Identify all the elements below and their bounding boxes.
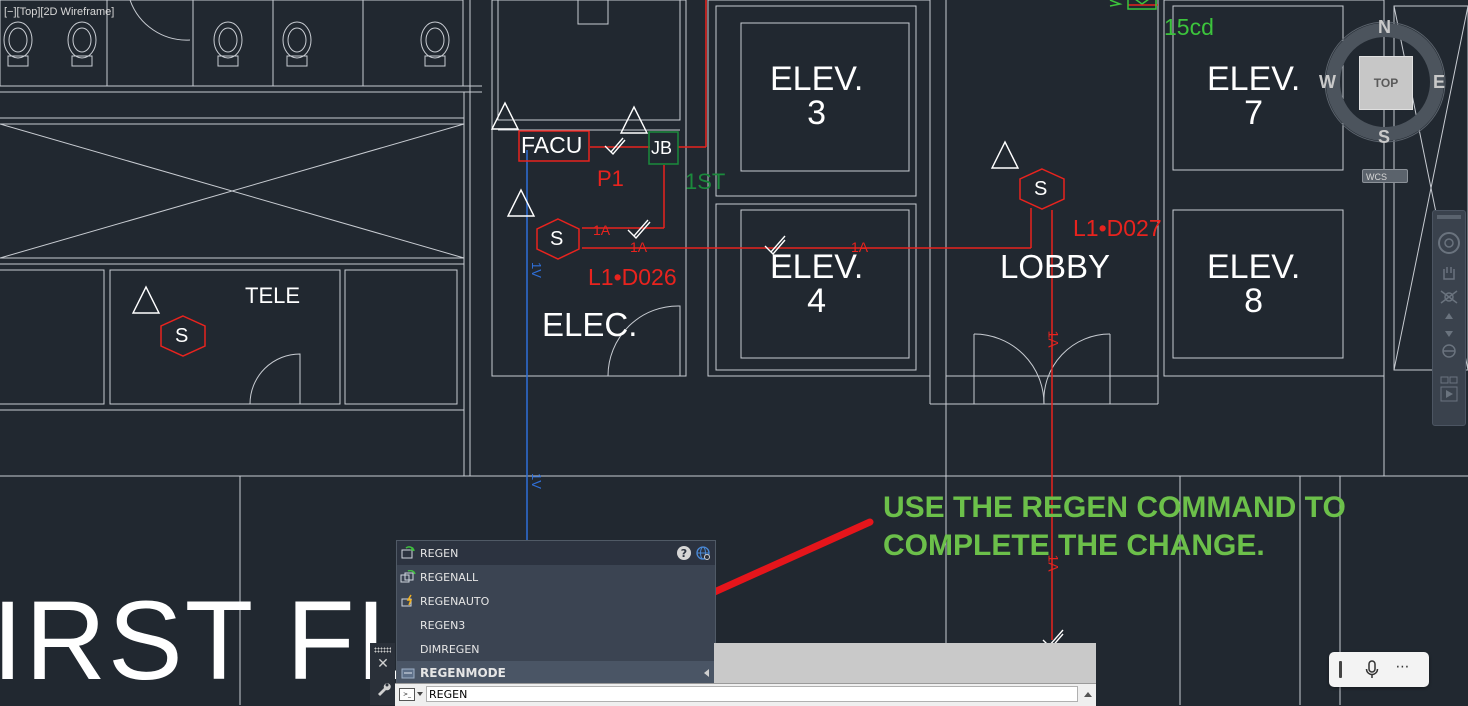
zoom-icon [1440,290,1458,304]
drag-handle-icon[interactable] [374,647,391,653]
autocomplete-item-regenall[interactable]: REGENALL [397,565,715,589]
wire-label-1a: 1A [1045,330,1062,348]
autocomplete-item-regenauto[interactable]: REGENAUTO [397,589,715,613]
wrench-icon[interactable] [375,681,391,697]
facu-label: FACU [521,132,583,158]
autocomplete-item-label: REGENALL [420,570,479,584]
room-label-elev4: ELEV. 4 [770,248,864,320]
room-label-elev7: ELEV. 7 [1207,60,1301,132]
expand-arrow-icon[interactable] [704,669,709,677]
wire-label-1a: 1A [630,239,648,255]
command-input-row: >_ [395,683,1096,706]
svg-text:1V: 1V [529,262,544,278]
svg-text:1V: 1V [529,473,544,489]
autocomplete-item-label: REGEN3 [420,618,466,632]
navigation-bar[interactable] [1432,210,1466,426]
viewport-label[interactable]: [−][Top][2D Wireframe] [4,6,115,18]
jb-label: JB [651,138,673,158]
viewcube-top-face[interactable]: TOP [1359,56,1413,110]
instruction-callout: USE THE REGEN COMMAND TO COMPLETE THE CH… [883,491,1346,562]
autocomplete-item-dimregen[interactable]: DIMREGEN [397,637,715,661]
autocomplete-item-label: DIMREGEN [420,642,480,656]
steering-wheel-icon [1438,232,1460,254]
history-up-arrow-icon[interactable] [1084,692,1092,697]
floating-toolbar[interactable]: ⋯ [1329,652,1429,687]
floor-title: IRST FL [0,578,421,703]
one-st-label: 1ST [685,169,726,194]
compass-east[interactable]: E [1433,72,1446,92]
regen-icon [400,546,416,560]
compass-south[interactable]: S [1378,127,1391,147]
autocomplete-item-label: REGENMODE [420,666,506,680]
room-label-elec: ELEC. [542,306,638,343]
microphone-icon[interactable] [1365,660,1379,680]
smoke-detector-label: S [550,228,564,250]
more-options-icon[interactable]: ⋯ [1395,659,1411,675]
compass-north[interactable]: N [1378,17,1391,37]
orbit-icon [1445,313,1453,337]
autocomplete-item-label: REGEN [420,546,459,560]
search-internet-icon[interactable] [696,546,711,561]
navigation-bar-icons [1437,215,1461,402]
autocomplete-item-regen[interactable]: REGEN ? [397,541,715,565]
smoke-detector-label: S [175,325,189,347]
compass-west[interactable]: W [1319,72,1336,92]
toolbar-grip-icon[interactable] [1339,661,1342,678]
showmotion-icon [1440,386,1458,402]
command-history [714,643,1096,683]
help-button[interactable]: ? [677,546,691,560]
regenall-icon [400,570,416,584]
sysvar-icon [400,666,416,680]
autocomplete-item-regenmode[interactable]: REGENMODE [397,661,715,685]
autocomplete-item-regen3[interactable]: REGEN3 [397,613,715,637]
close-icon[interactable]: ✕ [377,656,389,672]
room-label-elev3: ELEV. 3 [770,60,864,132]
autocomplete-item-label: REGENAUTO [420,594,490,608]
device-label-l1-d026: L1•D026 [588,264,677,290]
command-prompt-icon[interactable]: >_ [399,688,415,701]
regenauto-icon [400,594,416,608]
wire-label-1a: 1A [851,239,869,255]
pan-hand-icon [1443,267,1455,280]
wcs-menu[interactable]: WCS [1362,169,1408,183]
wcs-label: WCS [1366,172,1387,182]
room-label-elev8: ELEV. 8 [1207,248,1301,320]
device-label-l1-d027: L1•D027 [1073,215,1162,241]
smoke-detector-label: S [1034,178,1048,200]
command-line-grip[interactable]: ✕ [370,643,395,705]
panel-label-p1: P1 [597,166,624,191]
recent-commands-dropdown-icon[interactable] [417,692,423,696]
wire-label-1a: 1A [593,222,611,238]
command-input[interactable] [426,686,1078,702]
room-label-lobby: LOBBY [1000,248,1111,285]
candela-label: 15cd [1164,14,1214,40]
command-line[interactable]: ✕ >_ [370,643,1096,706]
room-label-tele: TELE [245,283,301,308]
